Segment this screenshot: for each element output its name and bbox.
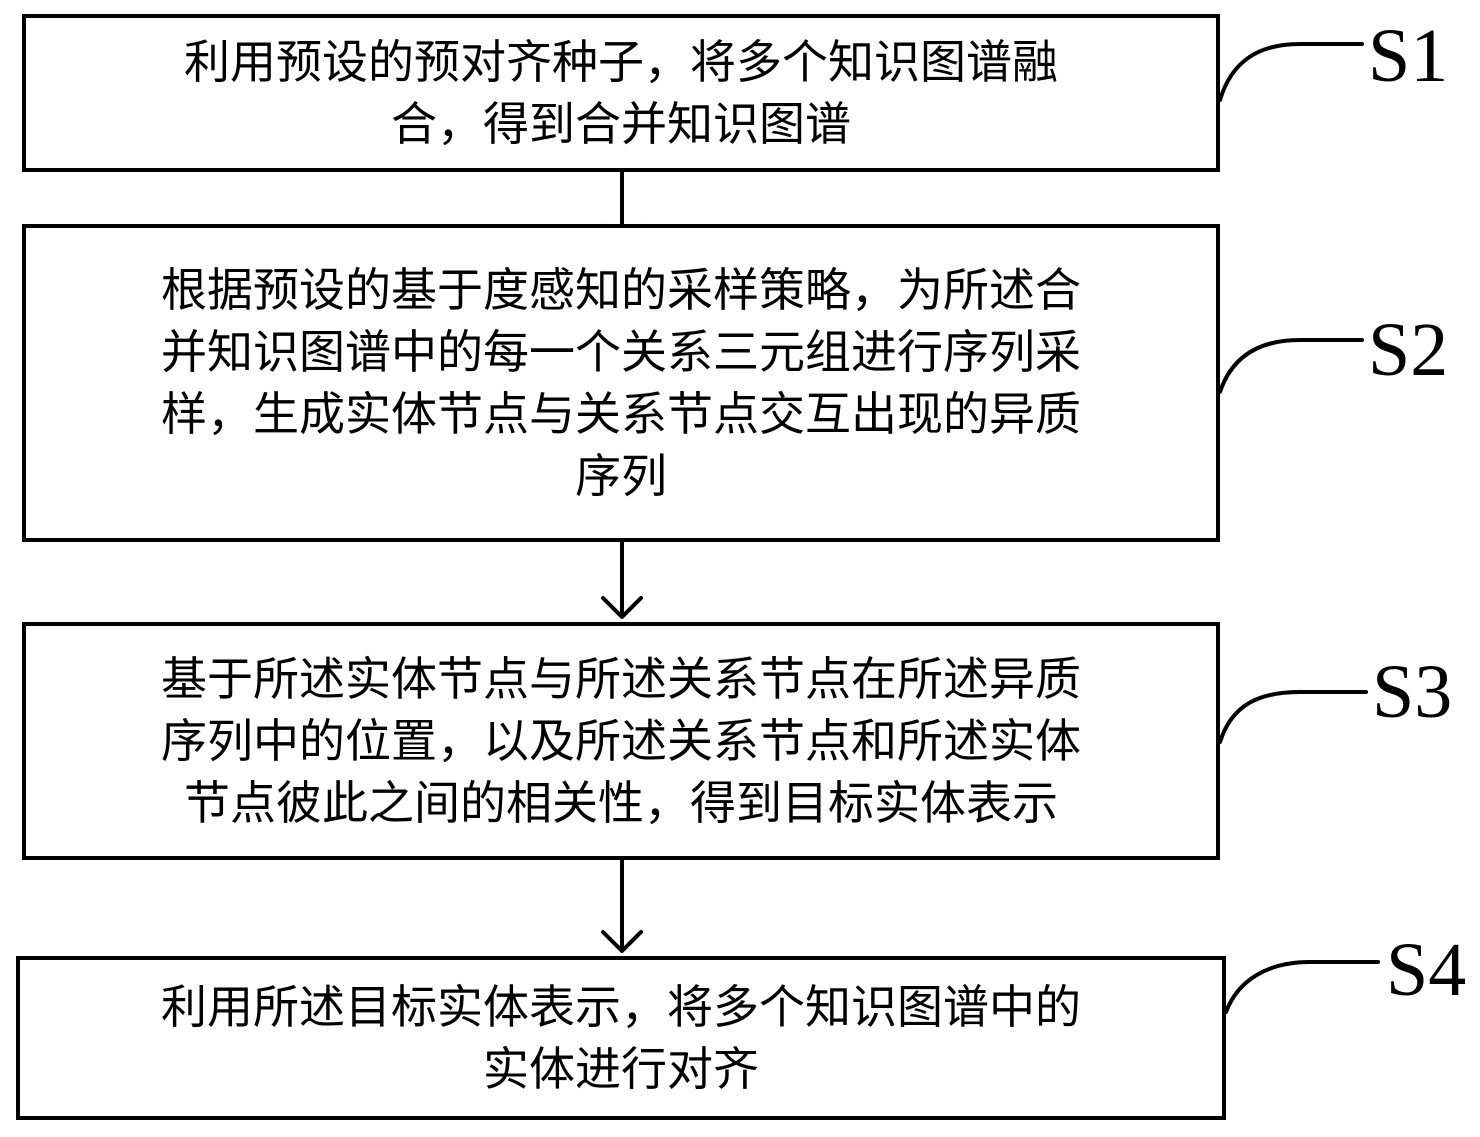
step-box-s3: 基于所述实体节点与所述关系节点在所述异质 序列中的位置，以及所述关系节点和所述实… [22,622,1220,860]
step-s3-line-2: 序列中的位置，以及所述关系节点和所述实体 [161,714,1081,768]
step-s1-line-2: 合，得到合并知识图谱 [391,97,851,151]
step-box-s4: 利用所述目标实体表示，将多个知识图谱中的 实体进行对齐 [16,956,1226,1120]
step-s2-line-1: 根据预设的基于度感知的采样策略，为所述合 [161,263,1081,317]
step-text-s4: 利用所述目标实体表示，将多个知识图谱中的 实体进行对齐 [161,976,1081,1100]
step-text-s2: 根据预设的基于度感知的采样策略，为所述合 并知识图谱中的每一个关系三元组进行序列… [161,259,1081,507]
step-s2-line-4: 序列 [575,449,667,503]
step-s3-line-1: 基于所述实体节点与所述关系节点在所述异质 [161,652,1081,706]
step-label-s1: S1 [1368,14,1449,98]
step-s4-line-1: 利用所述目标实体表示，将多个知识图谱中的 [161,980,1081,1034]
arrow-s2-to-s3 [601,540,643,619]
leader-curve-s4 [1224,960,1380,1014]
step-s2-line-2: 并知识图谱中的每一个关系三元组进行序列采 [161,325,1081,379]
step-box-s1: 利用预设的预对齐种子，将多个知识图谱融 合，得到合并知识图谱 [22,14,1220,172]
step-text-s3: 基于所述实体节点与所述关系节点在所述异质 序列中的位置，以及所述关系节点和所述实… [161,648,1081,834]
step-label-s3: S3 [1372,650,1453,734]
step-label-s2: S2 [1368,308,1449,392]
step-s3-line-3: 节点彼此之间的相关性，得到目标实体表示 [184,776,1058,830]
step-label-s4: S4 [1386,928,1467,1012]
leader-curve-s1 [1218,42,1364,102]
step-s2-line-3: 样，生成实体节点与关系节点交互出现的异质 [161,387,1081,441]
step-box-s2: 根据预设的基于度感知的采样策略，为所述合 并知识图谱中的每一个关系三元组进行序列… [22,224,1220,542]
leader-curve-s2 [1218,338,1364,394]
step-s1-line-1: 利用预设的预对齐种子，将多个知识图谱融 [184,35,1058,89]
arrow-s3-to-s4 [601,858,643,953]
step-s4-line-2: 实体进行对齐 [483,1042,759,1096]
step-text-s1: 利用预设的预对齐种子，将多个知识图谱融 合，得到合并知识图谱 [184,31,1058,155]
leader-curve-s3 [1218,690,1368,744]
